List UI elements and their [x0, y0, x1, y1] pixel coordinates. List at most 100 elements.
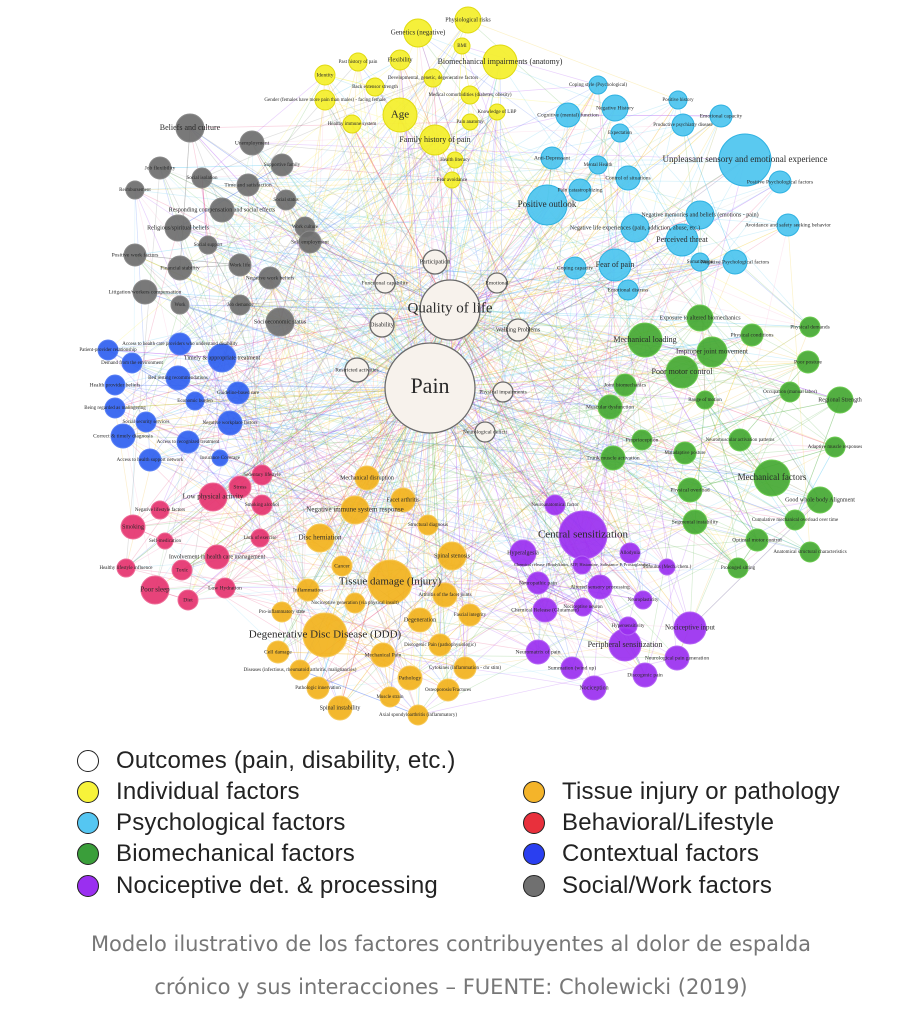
- network-edge: [449, 309, 683, 373]
- network-edge: [134, 189, 686, 454]
- network-edge: [522, 264, 616, 554]
- node-label: Good whole body Alignment: [785, 497, 855, 503]
- network-edge: [149, 384, 626, 461]
- network-edge: [269, 277, 471, 616]
- network-edge: [499, 61, 773, 479]
- node-biomechanical: [631, 429, 653, 451]
- node-label: Productive psychiatry disease: [653, 123, 713, 128]
- legend-item-individual: Individual factors: [77, 778, 300, 806]
- node-tissue: [458, 603, 482, 627]
- network-edge: [429, 387, 539, 653]
- network-edge: [429, 387, 646, 676]
- network-edge: [739, 361, 809, 441]
- network-edge: [131, 159, 456, 364]
- network-edge: [154, 142, 253, 591]
- node-label: Negative work beliefs: [246, 274, 295, 281]
- network-edge: [399, 59, 404, 501]
- node-label: Gender (females have more pain than male…: [264, 98, 386, 103]
- node-nociceptive: [673, 611, 707, 645]
- network-edge: [451, 326, 811, 557]
- network-edge: [107, 349, 431, 389]
- node-label: Reimbursement: [119, 188, 151, 193]
- node-label: Quality of life: [408, 300, 493, 316]
- network-edge: [484, 329, 519, 433]
- node-nociceptive: [526, 571, 550, 595]
- node-biomechanical: [695, 390, 715, 410]
- network-edge: [269, 277, 573, 669]
- network-edge: [449, 309, 611, 408]
- network-edge: [582, 99, 679, 536]
- network-edge: [704, 399, 796, 521]
- network-edge: [122, 435, 646, 676]
- network-edge: [554, 214, 701, 506]
- network-edge: [612, 457, 739, 569]
- network-edge: [212, 84, 599, 498]
- node-social: [164, 214, 192, 242]
- node-label: Poor sleep: [140, 586, 170, 594]
- node-individual: [403, 18, 433, 48]
- network-edge: [239, 361, 809, 488]
- node-tissue: [437, 541, 467, 571]
- node-label: Negative immune system response: [306, 506, 403, 514]
- network-edge: [574, 267, 611, 408]
- network-edge: [216, 159, 746, 558]
- legend-label: Behavioral/Lifestyle: [562, 809, 775, 836]
- network-edge: [114, 384, 156, 591]
- node-label: Social security services: [123, 420, 170, 425]
- node-biomechanical: [597, 394, 623, 420]
- network-edge: [279, 282, 386, 323]
- network-edge: [324, 74, 553, 159]
- network-edge: [212, 309, 451, 498]
- network-edge: [449, 309, 796, 521]
- node-psychological: [671, 113, 695, 137]
- node-tissue: [266, 640, 290, 664]
- network-edge: [201, 74, 326, 179]
- network-edge: [269, 277, 429, 526]
- node-label: Access to health support network: [117, 458, 184, 463]
- network-edge: [179, 304, 821, 501]
- node-outcomes: [422, 249, 448, 275]
- node-label: Walking Problems: [496, 327, 541, 333]
- network-edge: [324, 99, 451, 311]
- network-edge: [354, 477, 773, 511]
- node-social: [175, 113, 205, 143]
- node-label: Positive work factors: [112, 251, 159, 258]
- network-edge: [239, 19, 469, 306]
- node-behavioral: [150, 500, 170, 520]
- node-biomechanical: [673, 441, 697, 465]
- network-edge: [285, 179, 453, 201]
- node-label: Mechanical disruption: [340, 475, 394, 481]
- network-edge: [179, 304, 451, 311]
- network-edge: [496, 111, 644, 601]
- network-edge: [132, 94, 471, 528]
- network-edge: [317, 371, 683, 689]
- network-edge: [261, 309, 451, 476]
- legend-item-social: Social/Work factors: [523, 872, 772, 900]
- network-edge: [627, 177, 678, 659]
- network-edge: [517, 329, 631, 554]
- network-edge: [351, 123, 431, 389]
- network-edge: [134, 254, 573, 669]
- node-tissue: [407, 607, 433, 633]
- node-psychological: [685, 200, 715, 230]
- network-edge: [544, 521, 696, 611]
- network-edge: [704, 399, 758, 541]
- network-edge: [417, 539, 758, 716]
- network-edge: [582, 214, 701, 536]
- network-edge: [201, 177, 573, 669]
- network-edge: [179, 99, 679, 269]
- node-tissue: [407, 704, 429, 726]
- network-edge: [221, 99, 679, 359]
- network-edge: [159, 167, 231, 424]
- network-edge: [399, 114, 546, 611]
- network-edge: [449, 309, 646, 676]
- network-edge: [237, 309, 451, 394]
- node-label: Chemical Release (Glutamate): [511, 606, 579, 613]
- node-label: Disability: [370, 322, 394, 328]
- network-edge: [251, 142, 263, 506]
- network-edge: [159, 167, 358, 371]
- node-individual: [488, 103, 506, 121]
- network-edge: [449, 61, 501, 311]
- network-edge: [384, 94, 471, 284]
